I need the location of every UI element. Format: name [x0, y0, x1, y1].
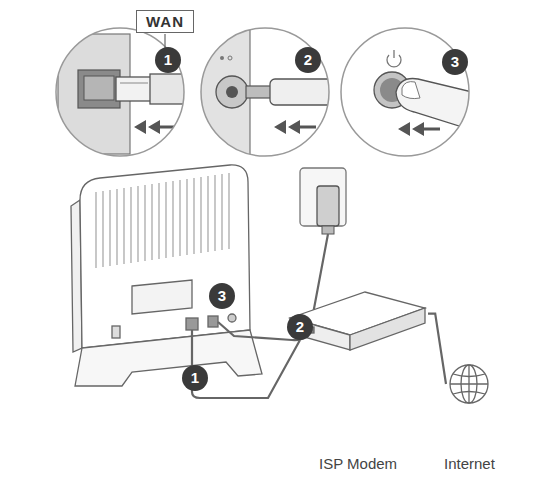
device-node: Internet [446, 362, 492, 406]
wan-detail [56, 28, 190, 158]
callout-number: 1 [155, 47, 181, 73]
power-jack-detail [200, 28, 342, 160]
network-cable [428, 314, 446, 384]
port-label-box: WAN [136, 10, 194, 33]
device-label: Internet [444, 455, 495, 472]
callout-number: 2 [287, 314, 313, 340]
callout-number: 2 [295, 47, 321, 73]
power-button-detail [340, 28, 472, 158]
internet-globe [450, 365, 488, 403]
wall-outlet [300, 168, 346, 234]
callout-number: 3 [442, 49, 468, 75]
port-label: WAN [146, 13, 184, 30]
router-drawing [71, 165, 262, 386]
power-cable [218, 234, 328, 340]
callout-number: 3 [209, 283, 235, 309]
ethernet-cable [192, 330, 300, 398]
device-label: ISP Modem [319, 455, 397, 472]
callout-number: 1 [182, 365, 208, 391]
